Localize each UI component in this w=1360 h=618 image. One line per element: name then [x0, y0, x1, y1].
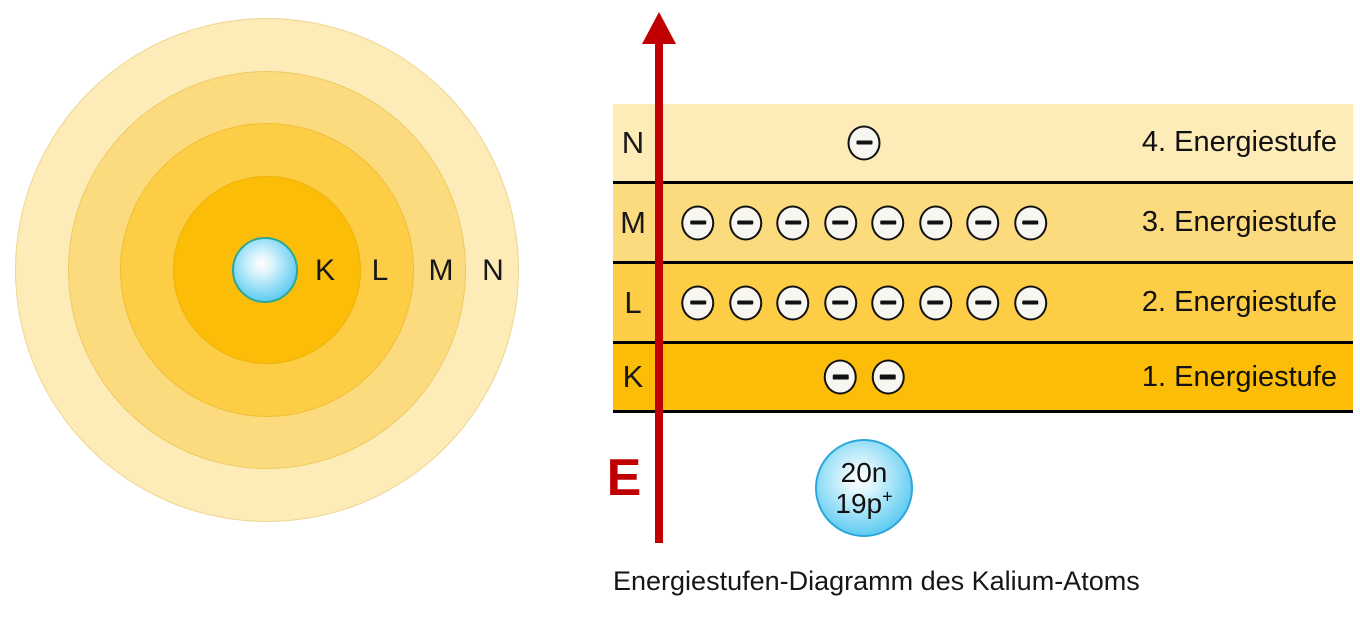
nucleus-composition: 20n 19p+ — [815, 439, 913, 537]
electron-icon — [823, 205, 857, 240]
electron-icon — [1013, 285, 1047, 320]
level-label: 1. Energiestufe — [1141, 360, 1337, 393]
energy-level-k: K 1. Energiestufe — [613, 344, 1353, 413]
minus-sign-icon — [856, 140, 872, 145]
energy-axis-label: E — [606, 449, 642, 507]
level-shell-letter-l: L — [624, 284, 642, 320]
electron-row — [823, 359, 905, 395]
neutron-count: 20n — [840, 457, 888, 488]
electron-row — [681, 205, 1047, 240]
level-label: 4. Energiestufe — [1141, 126, 1337, 158]
level-label: 2. Energiestufe — [1141, 286, 1337, 318]
minus-sign-icon — [927, 300, 944, 305]
electron-icon — [681, 205, 715, 240]
plus-sign: + — [882, 486, 893, 507]
electron-icon — [871, 205, 905, 240]
minus-sign-icon — [832, 374, 849, 380]
electron-row — [847, 125, 881, 160]
electron-icon — [871, 285, 905, 320]
energy-level-n: N 4. Energiestufe — [613, 104, 1353, 184]
minus-sign-icon — [689, 300, 706, 305]
shell-label-m: M — [428, 254, 454, 287]
electron-icon — [918, 205, 952, 240]
minus-sign-icon — [879, 374, 896, 380]
electron-icon — [776, 205, 810, 240]
energy-level-m: M 3. Energiestufe — [613, 184, 1353, 264]
proton-count: 19p+ — [835, 486, 893, 519]
electron-icon — [681, 285, 715, 320]
electron-icon — [966, 285, 1000, 320]
electron-icon — [871, 359, 905, 395]
electron-row — [681, 285, 1047, 320]
electron-icon — [847, 125, 881, 160]
minus-sign-icon — [974, 300, 991, 305]
minus-sign-icon — [689, 220, 706, 225]
shell-label-l: L — [371, 254, 389, 287]
shell-label-n: N — [482, 254, 504, 287]
minus-sign-icon — [1022, 220, 1039, 225]
energy-level-l: L 2. Energiestufe — [613, 264, 1353, 344]
minus-sign-icon — [1022, 300, 1039, 305]
minus-sign-icon — [784, 220, 801, 225]
energy-axis-arrowhead-icon — [642, 12, 676, 44]
minus-sign-icon — [927, 220, 944, 225]
electron-icon — [823, 285, 857, 320]
minus-sign-icon — [832, 300, 849, 305]
minus-sign-icon — [737, 220, 754, 225]
minus-sign-icon — [784, 300, 801, 305]
energy-axis-line — [655, 42, 663, 543]
electron-icon — [823, 359, 857, 395]
minus-sign-icon — [974, 220, 991, 225]
minus-sign-icon — [879, 300, 896, 305]
minus-sign-icon — [879, 220, 896, 225]
electron-icon — [728, 205, 762, 240]
level-shell-letter-n: N — [621, 124, 645, 160]
minus-sign-icon — [832, 220, 849, 225]
electron-icon — [918, 285, 952, 320]
level-shell-letter-k: K — [622, 359, 644, 394]
minus-sign-icon — [737, 300, 754, 305]
shell-label-k: K — [314, 254, 336, 287]
level-label: 3. Energiestufe — [1141, 206, 1337, 238]
electron-icon — [776, 285, 810, 320]
electron-icon — [966, 205, 1000, 240]
electron-icon — [1013, 205, 1047, 240]
electron-icon — [728, 285, 762, 320]
diagram-caption: Energiestufen-Diagramm des Kalium-Atoms — [613, 566, 1140, 596]
nucleus-icon — [232, 237, 298, 303]
level-shell-letter-m: M — [620, 204, 646, 240]
